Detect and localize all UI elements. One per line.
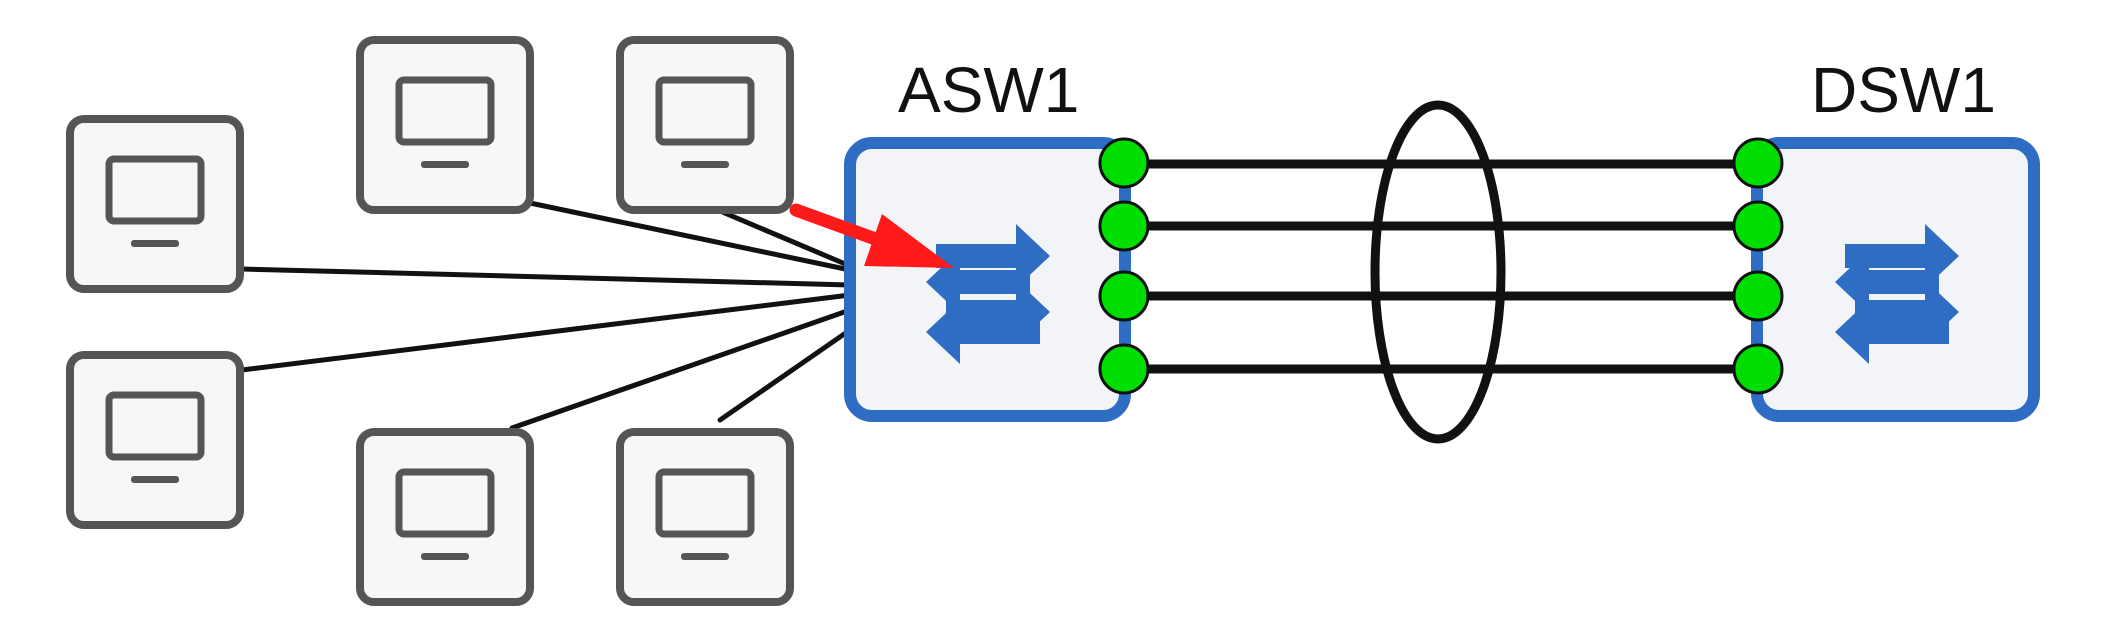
access-link-1 <box>527 200 853 273</box>
switch-asw1[interactable] <box>844 137 1131 422</box>
etherchannel-ring <box>1370 100 1506 444</box>
pc[interactable] <box>70 355 240 525</box>
port[interactable] <box>1098 137 1150 189</box>
port[interactable] <box>1732 270 1784 322</box>
pc[interactable] <box>70 119 240 289</box>
trunk-links <box>1124 159 1758 374</box>
port[interactable] <box>1732 137 1784 189</box>
port[interactable] <box>1098 270 1150 322</box>
pc[interactable] <box>360 432 530 602</box>
port[interactable] <box>1732 343 1784 395</box>
access-link-2 <box>717 208 853 269</box>
switch-label-asw1: ASW1 <box>898 54 1079 126</box>
pc[interactable] <box>360 40 530 210</box>
asw1-ports <box>1098 137 1150 395</box>
access-link-3 <box>239 266 853 288</box>
port[interactable] <box>1098 200 1150 252</box>
access-link-6 <box>717 327 853 423</box>
port[interactable] <box>1098 343 1150 395</box>
highlight-arrow-icon <box>789 203 954 268</box>
access-link-4 <box>239 292 853 373</box>
port[interactable] <box>1732 200 1784 252</box>
access-link-5 <box>509 307 853 431</box>
switch-label-dsw1: DSW1 <box>1811 54 1996 126</box>
dsw1-ports <box>1732 137 1784 395</box>
pc[interactable] <box>620 40 790 210</box>
pc[interactable] <box>620 432 790 602</box>
switch-dsw1[interactable] <box>1751 137 2040 422</box>
access-links <box>239 200 853 431</box>
